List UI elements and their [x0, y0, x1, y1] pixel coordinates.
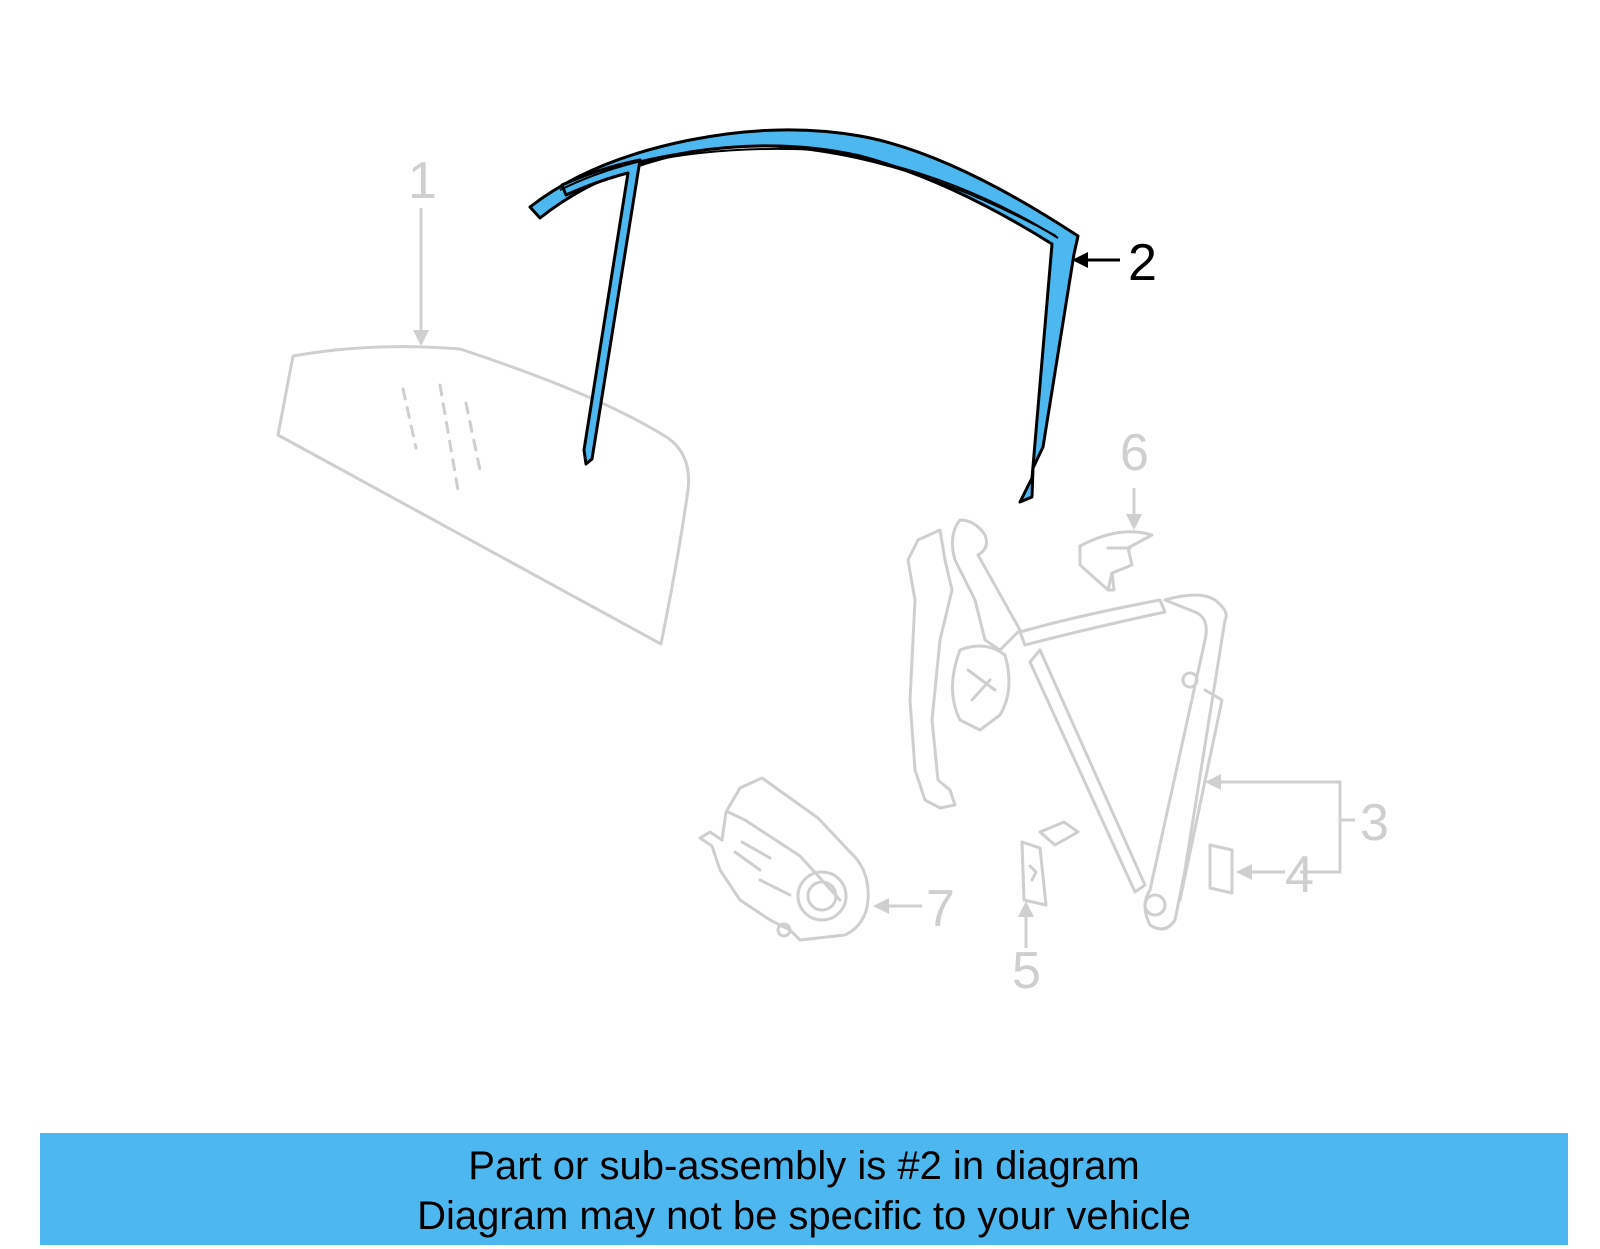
- callout-7-leader: [873, 898, 922, 914]
- callout-1: 1: [408, 152, 437, 210]
- callout-3-leader: [1205, 774, 1355, 874]
- part-4-pad: [1208, 843, 1234, 895]
- part-3-window-regulator: [906, 518, 1228, 931]
- part-1-door-glass: [276, 345, 691, 646]
- callout-3: 3: [1360, 794, 1389, 852]
- part-5-bracket: [1020, 820, 1080, 907]
- banner-line-1: Part or sub-assembly is #2 in diagram: [468, 1144, 1140, 1188]
- callout-4-leader: [1236, 864, 1285, 880]
- callout-2: 2: [1128, 234, 1157, 292]
- part-6-clip: [1078, 530, 1154, 592]
- callout-5: 5: [1012, 942, 1041, 1000]
- callout-4: 4: [1285, 846, 1314, 904]
- info-banner: Part or sub-assembly is #2 in diagram Di…: [40, 1133, 1568, 1245]
- callout-1-leader: [413, 208, 429, 346]
- callout-5-leader: [1018, 901, 1034, 948]
- part-7-window-motor: [698, 776, 870, 942]
- part-2-run-channel: [528, 128, 1080, 504]
- callout-6-leader: [1126, 488, 1142, 530]
- banner-line-2: Diagram may not be specific to your vehi…: [417, 1194, 1191, 1238]
- callout-6: 6: [1120, 424, 1149, 482]
- callout-7: 7: [926, 880, 955, 938]
- callout-2-leader: [1072, 252, 1120, 268]
